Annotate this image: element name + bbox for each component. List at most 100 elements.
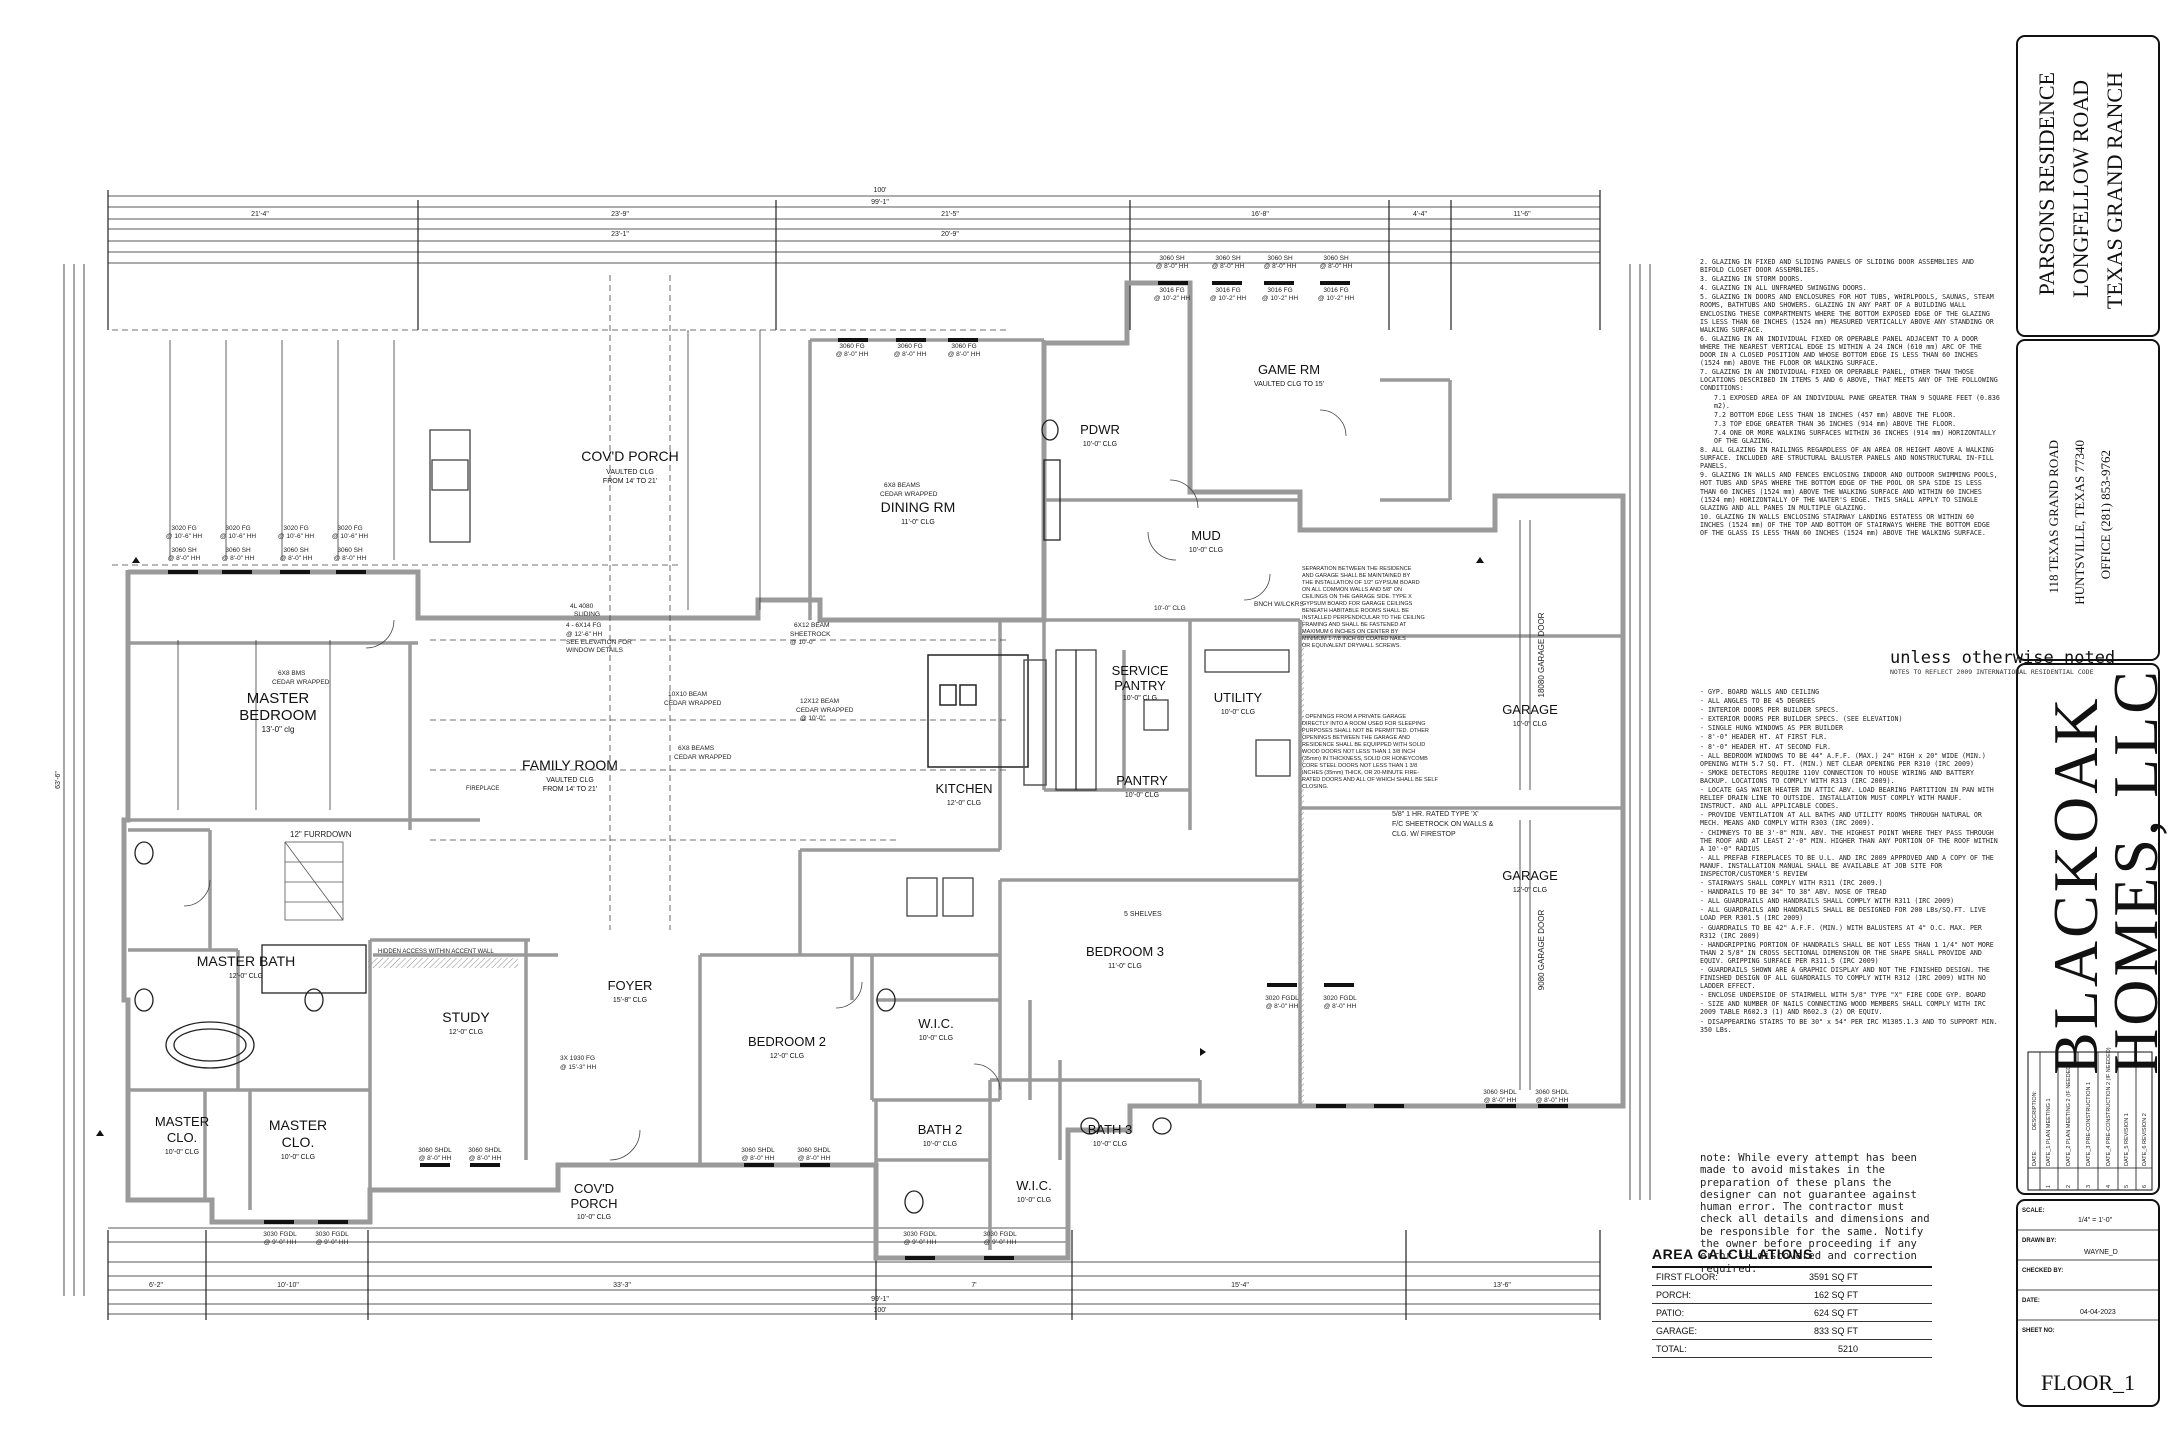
svg-text:WOOD DOORS NOT LESS THAN 1 3/8: WOOD DOORS NOT LESS THAN 1 3/8 INCH [1302, 749, 1415, 755]
svg-text:THE INSTALLATION OF 1/2" GYPSU: THE INSTALLATION OF 1/2" GYPSUM BOARD [1302, 580, 1420, 586]
svg-text:15'-4": 15'-4" [1231, 1282, 1249, 1289]
svg-text:3060 SHDL: 3060 SHDL [741, 1147, 775, 1154]
svg-text:20'-9": 20'-9" [941, 231, 959, 238]
svg-text:@ 10'-2" HH: @ 10'-2" HH [1154, 295, 1190, 302]
svg-text:F/C SHEETROCK ON WALLS &: F/C SHEETROCK ON WALLS & [1392, 821, 1494, 828]
svg-text:FRAMING AND SHALL BE FASTENED: FRAMING AND SHALL BE FASTENED AT [1302, 622, 1407, 628]
note: - INTERIOR DOORS PER BUILDER SPECS. [1700, 706, 1839, 715]
hidden-access-label: HIDDEN ACCESS WITHIN ACCENT WALL [378, 949, 494, 955]
svg-text:- OPENINGS FROM A PRIVATE GARA: - OPENINGS FROM A PRIVATE GARAGE [1302, 714, 1406, 720]
svg-text:SHEETROCK: SHEETROCK [790, 631, 831, 638]
revision-table-text: DATE: DESCRIPTION: 1 DATE_1 PLAN MEETING… [2032, 1047, 2148, 1188]
svg-text:WAYNE_D: WAYNE_D [2084, 1249, 2118, 1256]
svg-text:6X8 BEAMS: 6X8 BEAMS [678, 745, 715, 752]
disclaimer-note: note: While every attempt has been made … [1700, 1152, 1930, 1275]
firewall-hatch [1300, 620, 1304, 1106]
shelves-label: 5 SHELVES [1124, 911, 1162, 918]
project-line3: TEXAS GRAND RANCH [2102, 72, 2127, 310]
note: - ALL ANGLES TO BE 45 DEGREES [1700, 697, 1816, 706]
svg-text:5/8" 1 HR. RATED TYPE 'X': 5/8" 1 HR. RATED TYPE 'X' [1392, 811, 1479, 818]
svg-text:63'-6": 63'-6" [55, 771, 62, 789]
note: - ENCLOSE UNDERSIDE OF STAIRWELL WITH 5/… [1700, 991, 1986, 1000]
svg-text:DATE_2: DATE_2 [2066, 1146, 2072, 1166]
svg-text:@ 8'-0" HH: @ 8'-0" HH [419, 1155, 452, 1162]
svg-text:DATE_4: DATE_4 [2106, 1146, 2112, 1166]
room-mud: MUD [1191, 528, 1221, 543]
svg-text:15'-8" CLG: 15'-8" CLG [613, 997, 647, 1004]
room-dining: DINING RM [881, 499, 956, 515]
room-kitchen: KITCHEN [935, 781, 992, 796]
room-garage-1: GARAGE [1502, 702, 1558, 717]
svg-text:RESIDENCE SHALL BE EQUIPPED WI: RESIDENCE SHALL BE EQUIPPED WITH SOLID [1302, 742, 1425, 748]
room-wic-1: W.I.C. [918, 1016, 953, 1031]
general-notes: - GYP. BOARD WALLS AND CEILING - ALL ANG… [1700, 688, 2000, 1035]
svg-text:12'-0" CLG: 12'-0" CLG [1513, 887, 1547, 894]
svg-text:3016 FG: 3016 FG [1267, 287, 1292, 294]
svg-text:@ 10'-0": @ 10'-0" [790, 639, 816, 646]
sheet-info-text: SCALE: 1/4" = 1'-0" DRAWN BY: WAYNE_D CH… [2022, 1208, 2135, 1395]
svg-text:12'-0" CLG: 12'-0" CLG [229, 973, 263, 980]
svg-text:@ 8'-0" HH: @ 8'-0" HH [334, 555, 367, 562]
note: 4. GLAZING IN ALL UNFRAMED SWINGING DOOR… [1700, 284, 1867, 293]
door-swings [183, 409, 1347, 1161]
svg-text:FROM 14' TO 21': FROM 14' TO 21' [603, 478, 657, 485]
svg-text:@ 8'-0" HH: @ 8'-0" HH [280, 555, 313, 562]
room-garage-2: GARAGE [1502, 868, 1558, 883]
svg-text:21'-4": 21'-4" [251, 211, 269, 218]
svg-text:@ 8'-0" HH: @ 8'-0" HH [1156, 263, 1189, 270]
note: - 8'-0" HEADER HT. AT SECOND FLR. [1700, 742, 1832, 751]
svg-text:@ 8'-0" HH: @ 8'-0" HH [836, 351, 869, 358]
note: 7.3 TOP EDGE GREATER THAN 36 INCHES (914… [1714, 419, 1957, 428]
svg-text:99'-1": 99'-1" [871, 199, 889, 206]
svg-text:CLOSING.: CLOSING. [1302, 784, 1329, 790]
room-master-bath: MASTER BATH [197, 953, 296, 969]
game-room-walls [1380, 378, 1452, 502]
svg-text:10'-0" CLG: 10'-0" CLG [1154, 605, 1186, 612]
svg-text:@ 9'-0" HH: @ 9'-0" HH [904, 1239, 937, 1246]
note: - ALL GUARDRAILS AND HANDRAILS SHALL COM… [1700, 897, 1955, 906]
svg-text:4 - 6X14 FG: 4 - 6X14 FG [566, 622, 601, 629]
svg-text:10'-0" CLG: 10'-0" CLG [577, 1214, 611, 1221]
note: - ALL BEDROOM WINDOWS TO BE 44" A.F.F. (… [1700, 751, 1986, 768]
note: - PROVIDE VENTILATION AT ALL BATHS AND U… [1700, 811, 1982, 828]
note: - STAIRWAYS SHALL COMPLY WITH R311 (IRC … [1700, 879, 1883, 888]
stair [284, 841, 344, 921]
fireplace-label: FIREPLACE [466, 786, 499, 792]
svg-text:@ 8'-0" HH: @ 8'-0" HH [948, 351, 981, 358]
study-accent [368, 958, 518, 968]
note: - 8'-0" HEADER HT. AT FIRST FLR. [1700, 733, 1828, 742]
interior-walls [128, 338, 1623, 1250]
note: - HANDRAILS TO BE 34" TO 38" ABV. NOSE O… [1700, 888, 1887, 897]
svg-text:3020 FGDL: 3020 FGDL [1323, 995, 1357, 1002]
note: - ALL PREFAB FIREPLACES TO BE U.L. AND I… [1700, 853, 1994, 878]
note: - DISAPPEARING STAIRS TO BE 30" x 54" PE… [1700, 1017, 1998, 1034]
area-row: GARAGE:833 SQ FT [1652, 1322, 1932, 1340]
svg-text:3060 SH: 3060 SH [1323, 255, 1349, 262]
svg-text:@ 8'-0" HH: @ 8'-0" HH [1320, 263, 1353, 270]
svg-text:MAXIMUM 6 INCHES ON CENTER BY: MAXIMUM 6 INCHES ON CENTER BY [1302, 629, 1399, 635]
dimension-ticks [107, 190, 1601, 1320]
svg-text:FLOOR_1: FLOOR_1 [2041, 1370, 2135, 1395]
svg-text:REVISION 1: REVISION 1 [2124, 1113, 2130, 1144]
note: - HANDGRIPPING PORTION OF HANDRAILS SHAL… [1700, 940, 1994, 965]
svg-text:23'-1": 23'-1" [611, 231, 629, 238]
svg-text:11'-6": 11'-6" [1513, 211, 1531, 218]
svg-text:DATE:: DATE: [2032, 1150, 2038, 1166]
svg-text:VAULTED CLG: VAULTED CLG [546, 777, 594, 784]
svg-text:@ 10'-6" HH: @ 10'-6" HH [166, 533, 202, 540]
note: - GUARDRAILS TO BE 42" A.F.F. (MIN.) WIT… [1700, 923, 1982, 940]
dimension-lines-top [63, 195, 1651, 1315]
note: - GUARDRAILS SHOWN ARE A GRAPHIC DISPLAY… [1700, 966, 1990, 991]
room-master-clo-1a: MASTER [155, 1114, 209, 1129]
svg-text:3060 FG: 3060 FG [839, 343, 864, 350]
title-block-frame-1 [2016, 35, 2160, 337]
note: - GYP. BOARD WALLS AND CEILING [1700, 688, 1820, 696]
room-wic-2: W.I.C. [1016, 1178, 1051, 1193]
svg-text:100': 100' [873, 187, 886, 194]
svg-text:REVISION 2: REVISION 2 [2142, 1113, 2148, 1144]
svg-text:12'-0" CLG: 12'-0" CLG [947, 800, 981, 807]
svg-text:10'-0" CLG: 10'-0" CLG [281, 1154, 315, 1161]
svg-text:@ 8'-0" HH: @ 8'-0" HH [469, 1155, 502, 1162]
room-pantry: PANTRY [1116, 773, 1168, 788]
